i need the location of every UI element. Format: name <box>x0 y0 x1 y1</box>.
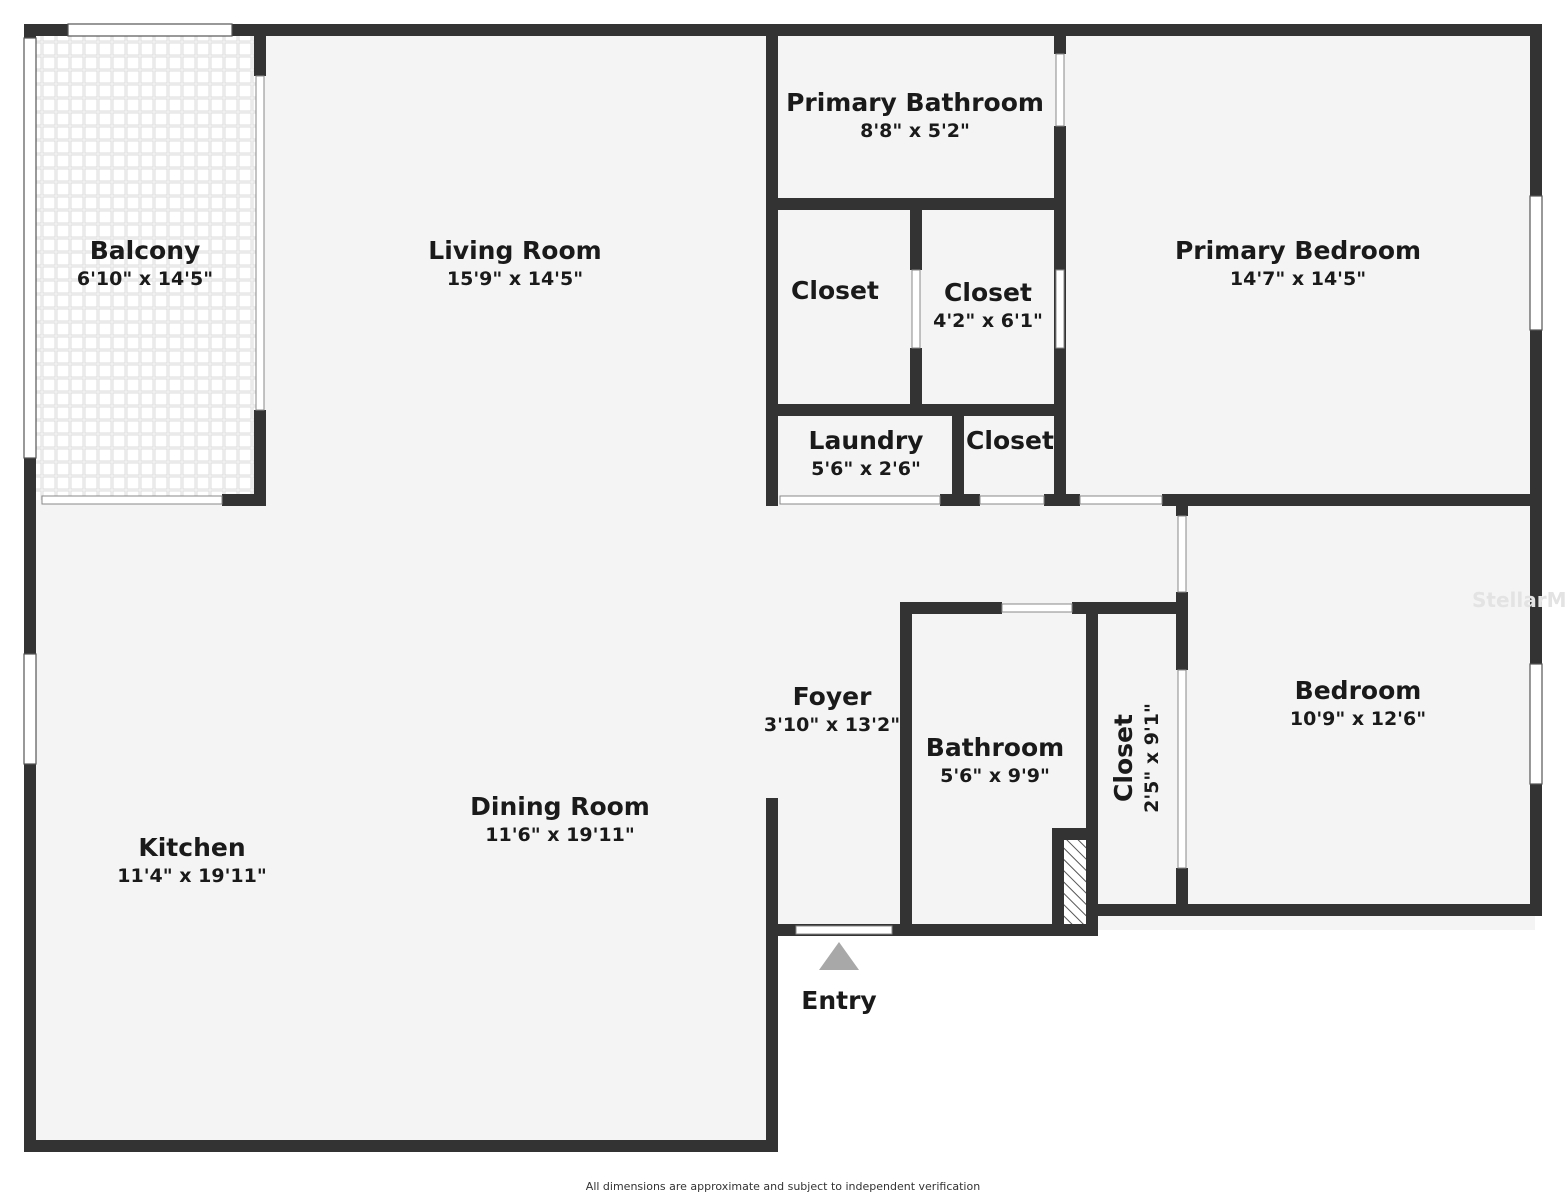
closet-1-name: Closet <box>791 276 879 305</box>
dining-room-name: Dining Room <box>470 792 650 821</box>
primary-bedroom-dim: 14'7" x 14'5" <box>1230 268 1366 290</box>
foyer-dim: 3'10" x 13'2" <box>764 714 900 736</box>
foyer-name: Foyer <box>793 682 872 711</box>
laundry-dim: 5'6" x 2'6" <box>811 458 921 480</box>
walls <box>24 24 1542 1152</box>
kitchen-dim: 11'4" x 19'11" <box>117 865 266 887</box>
primary-bedroom-name: Primary Bedroom <box>1175 236 1421 265</box>
entry-label: Entry <box>801 986 876 1015</box>
balcony-floor <box>30 30 260 500</box>
living-room-name: Living Room <box>428 236 601 265</box>
closet-4-dim: 2'5" x 9'1" <box>1141 703 1163 813</box>
bathroom-name: Bathroom <box>926 733 1064 762</box>
closet-2-name: Closet <box>944 278 1032 307</box>
room-labels: Balcony 6'10" x 14'5" Living Room 15'9" … <box>77 88 1426 1015</box>
laundry-name: Laundry <box>809 426 924 455</box>
dining-room-dim: 11'6" x 19'11" <box>485 824 634 846</box>
openings <box>41 53 1187 935</box>
primary-bathroom-dim: 8'8" x 5'2" <box>860 120 970 142</box>
living-room-dim: 15'9" x 14'5" <box>447 268 583 290</box>
balcony-name: Balcony <box>90 236 201 265</box>
kitchen-name: Kitchen <box>138 833 245 862</box>
bedroom-dim: 10'9" x 12'6" <box>1290 708 1426 730</box>
entry-arrow-icon <box>819 942 859 970</box>
bathroom-dim: 5'6" x 9'9" <box>940 765 1050 787</box>
closet-2-dim: 4'2" x 6'1" <box>933 310 1043 332</box>
bedroom-name: Bedroom <box>1295 676 1422 705</box>
closet-3-name: Closet <box>966 426 1054 455</box>
primary-bathroom-name: Primary Bathroom <box>786 88 1044 117</box>
watermark: StellarMLS <box>1472 588 1566 612</box>
disclaimer: All dimensions are approximate and subje… <box>585 1180 981 1193</box>
windows <box>23 23 1543 785</box>
floors <box>30 30 1536 1145</box>
closet-4-name: Closet <box>1109 714 1138 802</box>
balcony-dim: 6'10" x 14'5" <box>77 268 213 290</box>
